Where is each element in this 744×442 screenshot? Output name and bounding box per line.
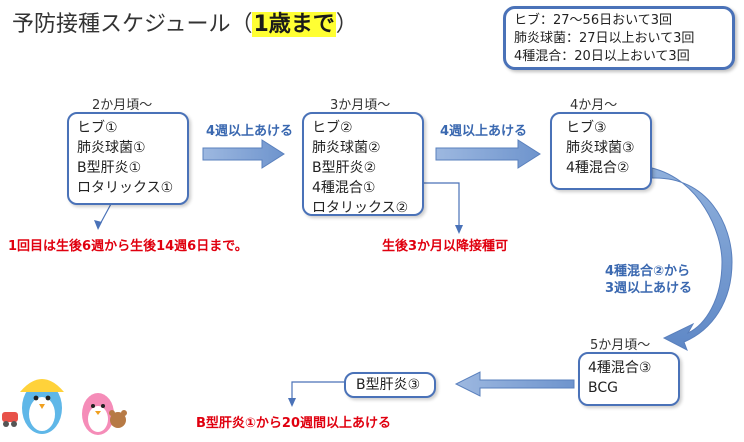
legend-dpt-ipv: 4種混合：20日以上おいて3回 (514, 49, 690, 64)
callout-hepb3-head (288, 398, 296, 407)
vaccine-item: 肺炎球菌③ (566, 140, 635, 156)
vaccine-item: ロタリックス① (77, 180, 174, 196)
box-5-months: 4種混合③ BCG (578, 352, 680, 406)
arrow-5m-to-hepb3 (454, 371, 575, 397)
arrow-2m-to-3m (202, 139, 285, 169)
note-dpt-start: 生後3か月以降接種可 (382, 239, 509, 254)
box-hepb-3: B型肝炎③ (344, 372, 436, 398)
callout-rota-head (94, 220, 102, 230)
vaccine-item: ヒブ③ (566, 120, 607, 136)
arrow-label-4weeks-2: 4週以上あける (440, 124, 528, 139)
box-4-months: ヒブ③ 肺炎球菌③ 4種混合② (550, 112, 652, 190)
vaccine-item: ヒブ① (77, 120, 118, 136)
vaccine-item: 4種混合③ (588, 360, 652, 376)
toy-car-icon (2, 412, 18, 427)
arrow-label-4weeks-1: 4週以上あける (206, 124, 294, 139)
teddy-bear-icon (109, 410, 127, 428)
page-title: 予防接種スケジュール（1歳まで） (12, 12, 358, 37)
vaccine-item: B型肝炎① (77, 160, 142, 176)
note-rota-window: 1回目は生後6週から生後14週6日まで。 (8, 239, 248, 254)
legend-hib: ヒブ：27〜56日おいて3回 (514, 13, 672, 28)
box-3-months: ヒブ② 肺炎球菌② B型肝炎② 4種混合① ロタリックス② (302, 112, 424, 216)
vaccine-item: 4種混合① (312, 180, 376, 196)
interval-legend: ヒブ：27〜56日おいて3回 肺炎球菌：27日以上おいて3回 4種混合：20日以… (503, 6, 735, 70)
vaccine-item: ロタリックス② (312, 200, 409, 216)
vaccine-item: BCG (588, 380, 618, 396)
penguin-mascot-icon (20, 379, 64, 434)
vaccine-item: 肺炎球菌② (312, 140, 381, 156)
vaccine-item: ヒブ② (312, 120, 353, 136)
stage-label-5m: 5か月頃〜 (590, 338, 651, 353)
stage-label-4m: 4か月〜 (570, 98, 618, 113)
box-2-months: ヒブ① 肺炎球菌① B型肝炎① ロタリックス① (67, 112, 189, 205)
stage-label-2m: 2か月頃〜 (92, 98, 153, 113)
vaccine-item: B型肝炎③ (356, 377, 421, 393)
note-hepb-interval: B型肝炎①から20週間以上あける (196, 416, 392, 431)
pink-penguin-mascot-icon (82, 393, 114, 435)
vaccine-item: B型肝炎② (312, 160, 377, 176)
arrow-label-3weeks-line2: 3週以上あける (605, 281, 693, 296)
arrow-label-3weeks-line1: 4種混合②から (605, 264, 691, 279)
legend-pneumococcal: 肺炎球菌：27日以上おいて3回 (514, 31, 695, 46)
callout-dpt-head (455, 225, 463, 234)
vaccine-item: 肺炎球菌① (77, 140, 146, 156)
title-highlight: 1歳まで (252, 12, 336, 37)
arrow-3m-to-4m (435, 139, 541, 169)
vaccine-item: 4種混合② (566, 160, 630, 176)
stage-label-3m: 3か月頃〜 (330, 98, 391, 113)
callout-hepb3 (291, 381, 344, 405)
arrow-4m-to-5m (651, 167, 733, 352)
